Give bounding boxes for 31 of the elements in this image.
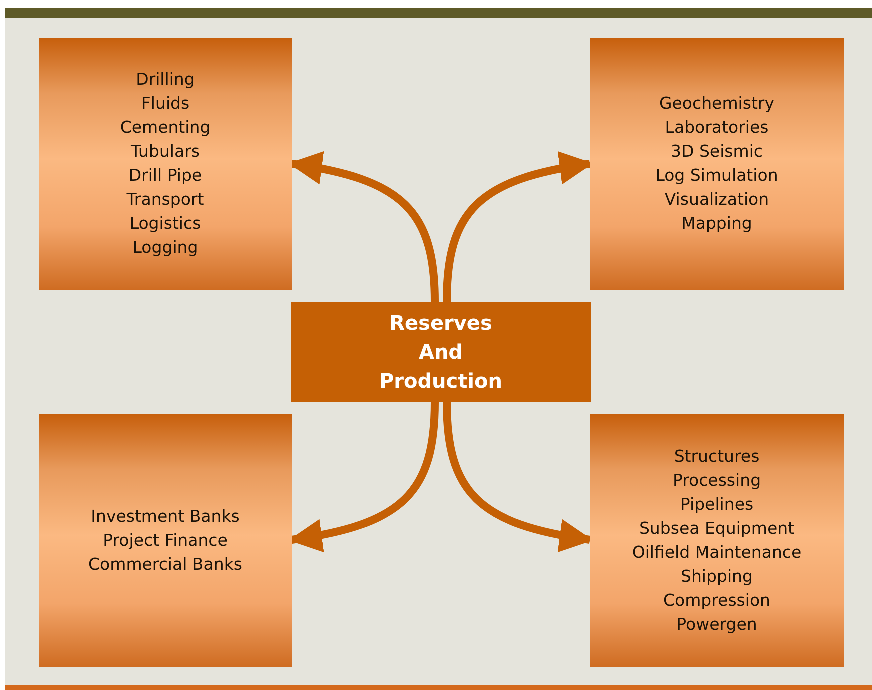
item-text: Shipping xyxy=(681,566,753,588)
center-box xyxy=(291,302,591,402)
item-text: Logging xyxy=(132,237,198,259)
item-text: Logistics xyxy=(130,213,202,235)
category-box xyxy=(590,38,844,290)
item-text: Oilfield Maintenance xyxy=(632,542,802,564)
item-text: Processing xyxy=(672,470,762,492)
category-box xyxy=(39,38,292,290)
item-text: Drilling xyxy=(136,69,195,91)
item-text: Commercial Banks xyxy=(88,554,242,576)
item-text: Geochemistry xyxy=(660,93,774,115)
item-text: Mapping xyxy=(682,213,752,235)
item-text: Project Finance xyxy=(103,530,228,552)
center-title: Reserves And Production xyxy=(378,310,504,394)
item-text: Structures xyxy=(674,446,760,468)
category-box xyxy=(590,414,844,667)
category-box xyxy=(39,414,292,667)
item-text: Investment Banks xyxy=(91,506,240,528)
item-text: Drill Pipe xyxy=(128,165,202,187)
item-text: Compression xyxy=(663,590,771,612)
item-text: 3D Seismic xyxy=(671,141,763,163)
item-text: Powergen xyxy=(676,614,758,636)
item-text: Laboratories xyxy=(665,117,769,139)
item-text: Subsea Equipment xyxy=(639,518,795,540)
item-text: Fluids xyxy=(141,93,190,115)
item-text: Cementing xyxy=(120,117,211,139)
item-text: Visualization xyxy=(664,189,770,211)
item-text: Log Simulation xyxy=(656,165,778,187)
item-text: Transport xyxy=(126,189,204,211)
item-text: Pipelines xyxy=(680,494,754,516)
item-text: Tubulars xyxy=(130,141,200,163)
